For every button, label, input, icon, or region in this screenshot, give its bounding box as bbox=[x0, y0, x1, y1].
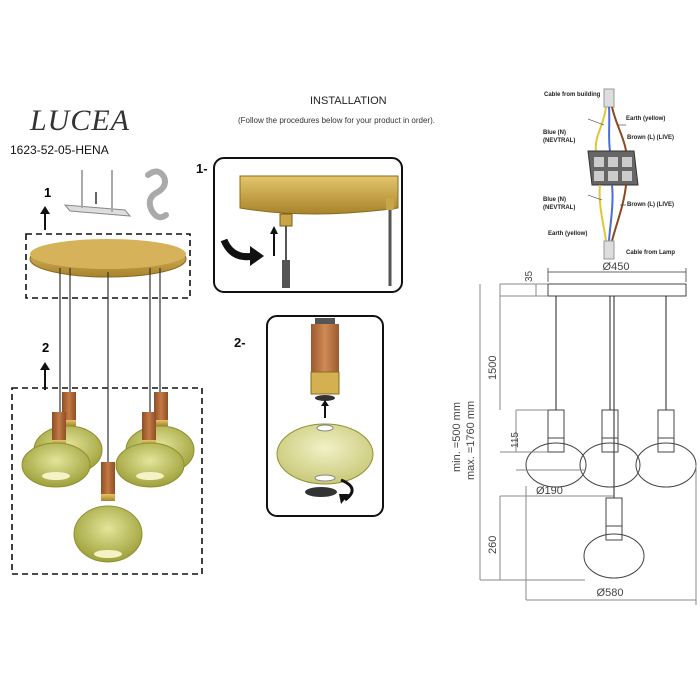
up-arrow-icon bbox=[270, 226, 278, 256]
wiring-diagram bbox=[587, 88, 639, 260]
label-earth-bottom: Earth (yellow) bbox=[548, 231, 588, 237]
pendants-highlight-box bbox=[11, 387, 203, 575]
terminal-block bbox=[587, 150, 639, 186]
label-blue-top: Blue (N) (NEVTRAL) bbox=[543, 130, 576, 144]
dim-canopy-diameter: Ø450 bbox=[603, 261, 630, 273]
panel-1-label: 1- bbox=[196, 161, 208, 176]
installation-title: INSTALLATION bbox=[310, 95, 387, 107]
pendant-cables bbox=[59, 268, 161, 462]
panel-1-illustration bbox=[213, 157, 403, 293]
dim-canopy-height: 35 bbox=[524, 270, 535, 282]
label-brown-top: Brown (L) (LIVE) bbox=[627, 135, 674, 141]
dim-shade-diameter: Ø190 bbox=[536, 485, 563, 497]
panel-2-label: 2- bbox=[234, 335, 246, 350]
dim-shade-height: 115 bbox=[510, 432, 521, 448]
rotate-arrow-icon bbox=[220, 238, 264, 266]
rotate-arrow-icon bbox=[339, 478, 354, 504]
dimension-drawing: Ø450 35 1500 min. =500 mm max. =1760 mm … bbox=[451, 261, 697, 605]
model-code: 1623-52-05-HENA bbox=[10, 143, 109, 157]
canopy bbox=[29, 239, 187, 278]
step-1-number: 1 bbox=[44, 185, 51, 200]
label-blue-bottom: Blue (N) (NEVTRAL) bbox=[543, 197, 576, 211]
label-cable-lamp: Cable from Lamp bbox=[626, 250, 676, 256]
mounting-bracket bbox=[63, 170, 132, 217]
panel-2-illustration bbox=[266, 315, 384, 517]
dim-length-min: min. =500 mm bbox=[451, 402, 463, 472]
up-arrow-icon bbox=[321, 400, 329, 418]
cable-tie bbox=[145, 168, 169, 221]
label-brown-bottom: Brown (L) (LIVE) bbox=[627, 202, 674, 208]
dim-cable-length: 1500 bbox=[487, 356, 499, 380]
pendant-shades bbox=[21, 392, 195, 563]
brand-name: LUCEA bbox=[30, 104, 131, 137]
dim-length-max: max. =1760 mm bbox=[465, 401, 477, 480]
label-earth-top: Earth (yellow) bbox=[626, 116, 666, 122]
product-illustration: 1 2 bbox=[11, 168, 203, 575]
step-2-number: 2 bbox=[42, 340, 49, 355]
dim-lowest-drop: 260 bbox=[487, 536, 499, 554]
installation-subtitle: (Follow the procedures below for your pr… bbox=[238, 116, 435, 125]
label-cable-building: Cable from building bbox=[544, 92, 601, 98]
canopy-outline bbox=[547, 283, 687, 297]
dim-overall-diameter: Ø580 bbox=[597, 587, 624, 599]
up-arrow-icon bbox=[40, 206, 50, 230]
up-arrow-icon bbox=[40, 362, 50, 390]
